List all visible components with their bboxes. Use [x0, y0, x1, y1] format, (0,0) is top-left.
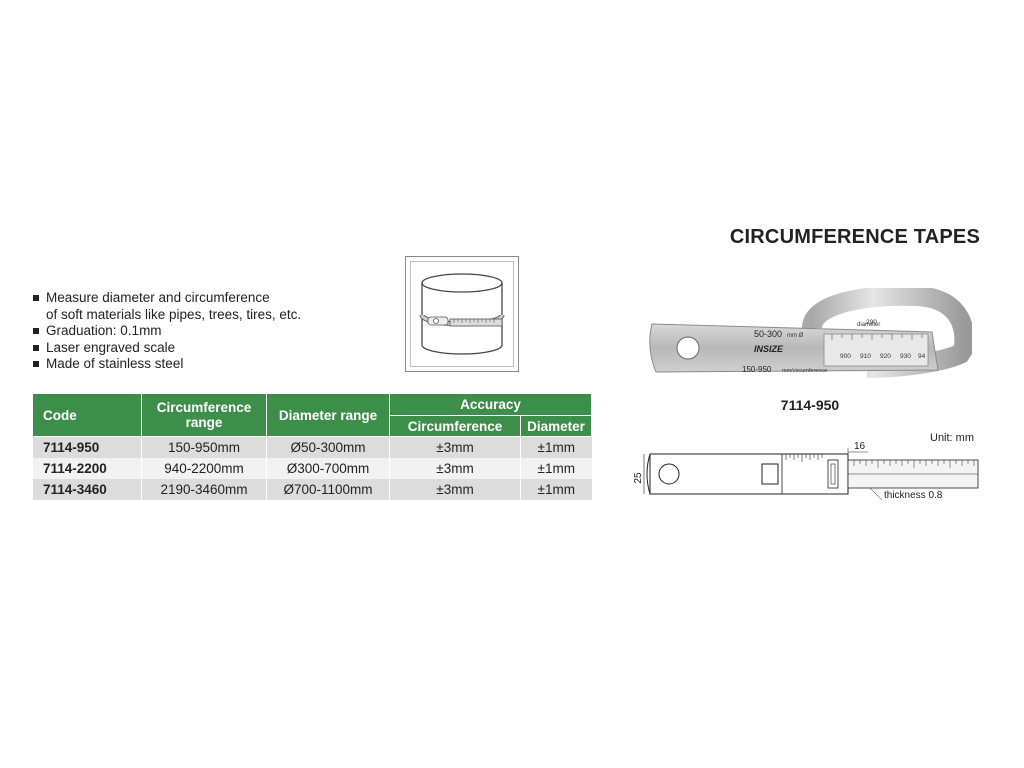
feature-item: Laser engraved scale	[32, 340, 362, 357]
cell-diameter-range: Ø700-1100mm	[266, 479, 390, 500]
col-header-circumference-range: Circumference range	[141, 393, 267, 437]
bullet-icon	[33, 344, 39, 351]
feature-text-cont: of soft materials like pipes, trees, tir…	[46, 306, 302, 322]
cell-code: 7114-950	[32, 436, 142, 458]
cell-accuracy-circumference: ±3mm	[389, 479, 521, 500]
feature-item: Made of stainless steel	[32, 356, 362, 373]
dim-thickness: thickness 0.8	[884, 490, 943, 501]
col-header-diameter-range: Diameter range	[266, 393, 390, 437]
cell-accuracy-circumference: ±3mm	[389, 436, 521, 458]
page-title: CIRCUMFERENCE TAPES	[729, 226, 980, 248]
bullet-icon	[33, 361, 39, 367]
ring-number: 910	[860, 353, 871, 360]
cell-code: 7114-2200	[32, 458, 142, 479]
table-row: 7114-950 150-950mm Ø50-300mm ±3mm ±1mm	[32, 436, 592, 458]
cell-diameter-range: Ø50-300mm	[266, 436, 390, 458]
photo-scale-top-unit: mm Ø	[787, 333, 804, 339]
cylinder-tape-icon	[419, 273, 505, 355]
model-label: 7114-950	[780, 397, 840, 413]
ring-number: 920	[880, 353, 891, 360]
cell-circumference-range: 150-950mm	[141, 436, 267, 458]
product-photo: diameter 50-300 mm Ø INSIZE 150-950 mm/c…	[649, 288, 972, 378]
col-header-accuracy-circumference: Circumference	[389, 415, 521, 437]
usage-illustration	[405, 256, 519, 372]
feature-item: Measure diameter and circumference of so…	[32, 290, 362, 323]
cell-circumference-range: 2190-3460mm	[141, 479, 267, 500]
feature-text: Made of stainless steel	[46, 356, 184, 371]
dimension-drawing: 25 16 thickness 0.8	[633, 441, 979, 501]
photo-scale-bottom-unit: mm/circumference	[782, 368, 827, 374]
feature-text: Graduation: 0.1mm	[46, 323, 162, 338]
photo-scale-top: 50-300	[754, 329, 782, 339]
ring-number: 900	[840, 353, 851, 360]
col-header-accuracy-diameter: Diameter	[520, 415, 592, 437]
table-row: 7114-3460 2190-3460mm Ø700-1100mm ±3mm ±…	[32, 479, 592, 500]
col-header-code: Code	[32, 393, 142, 437]
col-header-accuracy: Accuracy	[389, 393, 592, 416]
cell-diameter-range: Ø300-700mm	[266, 458, 390, 479]
dim-height: 25	[633, 472, 644, 484]
cell-accuracy-diameter: ±1mm	[520, 458, 592, 479]
cell-circumference-range: 940-2200mm	[141, 458, 267, 479]
feature-text: Measure diameter and circumference	[46, 290, 270, 305]
feature-text: Laser engraved scale	[46, 339, 176, 355]
ring-number: 94	[918, 353, 926, 360]
feature-item: Graduation: 0.1mm	[32, 323, 362, 340]
cell-code: 7114-3460	[32, 479, 142, 500]
feature-list: Measure diameter and circumference of so…	[32, 290, 362, 373]
cell-accuracy-diameter: ±1mm	[520, 436, 592, 458]
dim-width: 16	[854, 441, 866, 452]
ring-top-number: 290	[866, 319, 877, 326]
brand-logo: INSIZE	[754, 344, 784, 354]
photo-scale-tag: diameter	[857, 322, 880, 328]
cell-accuracy-circumference: ±3mm	[389, 458, 521, 479]
spec-table: Code Circumference range Diameter range …	[32, 393, 592, 500]
bullet-icon	[33, 328, 39, 334]
bullet-icon	[33, 295, 39, 301]
table-row: 7114-2200 940-2200mm Ø300-700mm ±3mm ±1m…	[32, 458, 592, 479]
photo-scale-bottom: 150-950	[742, 365, 772, 374]
cell-accuracy-diameter: ±1mm	[520, 479, 592, 500]
ring-number: 930	[900, 353, 911, 360]
unit-label: Unit: mm	[930, 432, 974, 444]
